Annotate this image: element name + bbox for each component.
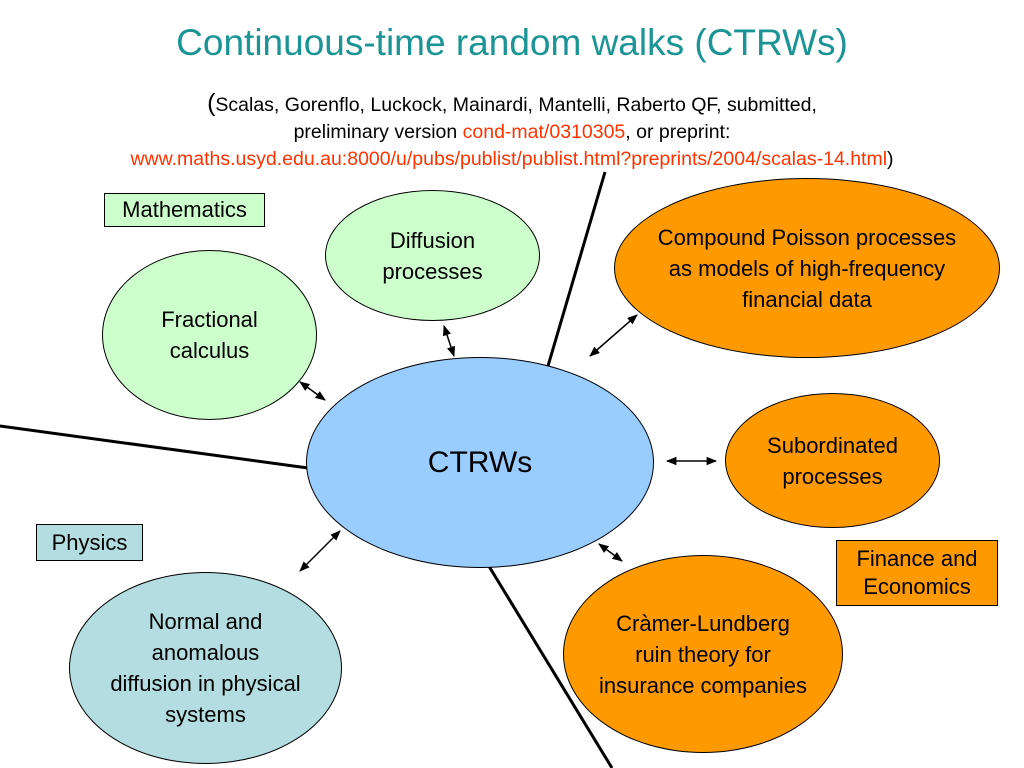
subordinated-processes-node: Subordinated processes (725, 393, 940, 528)
ref-open-paren: ( (207, 89, 216, 117)
ref-line2-suffix: , or preprint: (625, 121, 731, 143)
divider-line-left (0, 424, 309, 470)
ref-line1: Scalas, Gorenflo, Luckock, Mainardi, Man… (215, 94, 817, 116)
mathematics-text: Mathematics (122, 197, 247, 222)
physics-text: Physics (51, 529, 128, 555)
reference-citation: (Scalas, Gorenflo, Luckock, Mainardi, Ma… (0, 90, 1024, 173)
diffusion-processes-node: Diffusion processes (325, 190, 540, 321)
fractional-text: Fractional calculus (161, 307, 258, 363)
fractional-calculus-node: Fractional calculus (102, 250, 317, 420)
arrow-fractional (299, 381, 326, 401)
mathematics-label: Mathematics (104, 193, 265, 227)
diffusion-text: Diffusion processes (382, 227, 483, 284)
compound-poisson-node: Compound Poisson processes as models of … (614, 178, 1000, 358)
subordinated-text: Subordinated processes (767, 432, 898, 489)
preprint-link[interactable]: www.maths.usyd.edu.au:8000/u/pubs/publis… (130, 148, 888, 170)
cramer-text: Cràmer-Lundberg ruin theory for insuranc… (599, 610, 807, 698)
arrow-normal-anomalous (299, 530, 341, 572)
cramer-lundberg-node: Cràmer-Lundberg ruin theory for insuranc… (563, 555, 843, 753)
arrow-compound-poisson (589, 314, 638, 357)
normal-anomalous-text: Normal and anomalous diffusion in physic… (110, 609, 301, 727)
divider-line-top-right (546, 171, 607, 367)
finance-economics-label: Finance and Economics (836, 540, 998, 606)
compound-poisson-text: Compound Poisson processes as models of … (657, 224, 957, 312)
physics-label: Physics (36, 524, 143, 561)
ref-line2-prefix: preliminary version (293, 121, 463, 143)
arxiv-link[interactable]: cond-mat/0310305 (462, 121, 626, 143)
ref-close-paren: ) (887, 148, 894, 170)
slide-title: Continuous-time random walks (CTRWs) (176, 22, 848, 63)
normal-anomalous-diffusion-node: Normal and anomalous diffusion in physic… (69, 572, 342, 764)
finance-text: Finance and Economics (856, 546, 978, 599)
ctrws-center-node: CTRWs (306, 357, 654, 568)
divider-line-bottom (485, 562, 614, 768)
arrow-cramer (598, 543, 623, 562)
ctrws-text: CTRWs (427, 446, 533, 479)
arrow-diffusion (443, 325, 455, 357)
